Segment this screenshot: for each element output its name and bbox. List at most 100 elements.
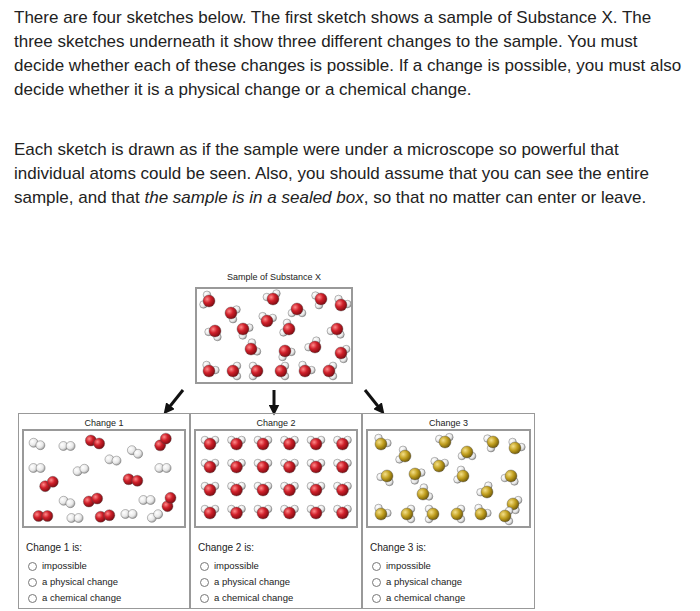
radio-button [28,594,37,603]
molecule [431,457,449,472]
option-text: impossible [386,560,431,571]
change-arrow [273,390,276,410]
molecule [83,493,102,507]
molecule [254,436,272,450]
molecule [85,435,104,449]
molecule [254,505,272,519]
option-text: impossible [42,560,87,571]
molecule [201,482,219,496]
instruction-text: , so that no matter can enter or leave. [364,188,647,207]
molecule [139,496,155,505]
change-panel: Change 2 Change 2 is: impossible a physical… [190,413,362,609]
molecule [335,295,351,311]
molecule [509,438,525,454]
option-text: a chemical change [214,592,293,603]
molecule [323,362,337,380]
radio-button [372,578,381,587]
instruction-paragraph: Each sketch is drawn as if the sample we… [14,138,686,210]
molecule [281,482,299,496]
molecule [305,337,321,353]
radio-button [28,578,37,587]
question-text: Change 2 is: [198,542,254,553]
molecule [227,362,241,380]
molecule [203,361,219,377]
change-panel: Change 1Change 1 is:impossiblea physical… [18,413,190,609]
radio-button [200,594,209,603]
emphasis-text: the sample is in a sealed box [144,188,363,207]
molecule [127,446,142,459]
molecule [155,464,171,473]
molecule [417,484,433,500]
instruction-paragraph: There are four sketches below. The first… [14,6,686,102]
molecule [334,459,352,473]
molecule [228,482,246,496]
question-text: Change 3 is: [370,542,426,553]
molecule [201,505,219,519]
molecule [307,505,325,519]
molecule [95,510,115,523]
molecule [451,505,465,523]
molecule [279,345,295,361]
molecule [327,323,344,338]
molecule [425,505,439,523]
molecule [201,436,219,450]
molecule [259,312,277,327]
molecule [67,514,83,523]
option-text: impossible [214,560,259,571]
molecule [501,470,518,485]
molecule [435,433,453,448]
molecule [200,291,215,308]
molecule [59,442,75,451]
radio-button [372,562,381,571]
radio-button [372,594,381,603]
molecule [475,504,491,520]
molecule [275,362,289,380]
panel-heading: Change 3 [363,418,534,428]
molecule [147,510,162,523]
molecule [254,482,272,496]
radio-button [200,562,209,571]
molecule [409,468,425,484]
molecule [155,433,172,451]
sketch-frame [367,430,530,527]
molecule [245,339,261,355]
molecule [307,459,325,473]
molecule [334,482,352,496]
molecule [288,303,306,317]
option-text: a physical change [386,576,462,587]
molecule [281,436,299,450]
radio-button [200,578,209,587]
molecule [281,505,299,519]
molecule [312,292,327,309]
molecule [29,438,45,449]
option-text: a chemical change [42,592,121,603]
molecule [396,446,411,463]
molecule [335,345,350,362]
molecule [499,507,513,525]
molecule [201,459,219,473]
molecule [105,455,121,465]
molecule [299,361,315,377]
sketch-frame [195,430,357,527]
molecule [121,510,137,519]
molecule [334,436,352,450]
option-text: a chemical change [386,592,465,603]
panel-heading: Change 2 [191,418,361,428]
molecule [205,325,221,341]
molecule [40,476,59,491]
molecule [59,496,75,507]
molecule [401,505,415,523]
molecule [307,482,325,496]
molecule [263,290,280,305]
sample-box: Sample of Substance X [195,287,353,384]
molecule [454,466,469,483]
molecule [33,511,53,522]
panel-heading: Change 1 [19,418,189,428]
molecule [237,323,253,339]
molecule [123,474,143,487]
option-text: a physical change [214,576,290,587]
molecule [307,436,325,450]
question-text: Change 1 is: [26,542,82,553]
molecule [375,504,391,520]
molecule [228,505,246,519]
